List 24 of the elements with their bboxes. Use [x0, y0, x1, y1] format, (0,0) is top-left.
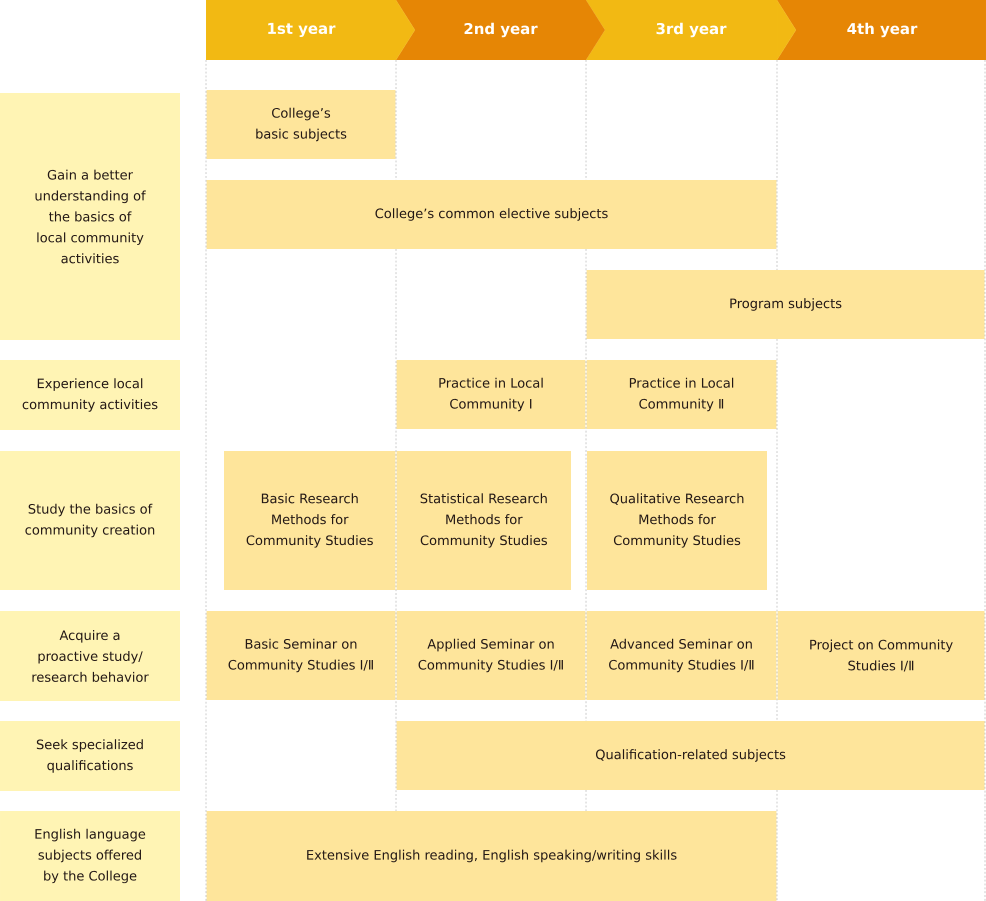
course-box: Qualitative Research Methods for Community Studies — [587, 450, 767, 590]
year-header: 4th year — [777, 0, 986, 60]
course-box: Statistical Research Methods for Community Studies — [396, 450, 571, 590]
course-box: Basic Research Methods for Community Studies — [224, 450, 396, 590]
node-label: 1st year — [268, 22, 336, 38]
goal-box: Seek specialized qualifications — [0, 720, 180, 791]
goal-box: Acquire a proactive study/ research behavior — [0, 610, 180, 701]
course-box: Project on Community Studies Ⅰ/Ⅱ — [778, 610, 984, 700]
goal-box: English language subjects offered by the College — [0, 810, 180, 901]
course-box: Extensive English reading, English speaking/writing skills — [206, 810, 776, 901]
course-box: Applied Seminar on Community Studies Ⅰ/Ⅱ — [396, 610, 586, 700]
course-box: College’s common elective subjects — [206, 180, 776, 249]
node-label: 3rd year — [656, 22, 726, 38]
course-box: College’s basic subjects — [206, 90, 396, 159]
course-box: Qualification-related subjects — [396, 720, 984, 790]
course-box: Advanced Seminar on Community Studies Ⅰ/Ⅱ — [586, 610, 776, 700]
course-box: Practice in Local Community Ⅱ — [586, 360, 776, 429]
goal-box: Study the basics of community creation — [0, 450, 180, 590]
goal-box: Experience local community activities — [0, 360, 180, 430]
course-box: Basic Seminar on Community Studies Ⅰ/Ⅱ — [206, 610, 396, 700]
node-label: 2nd year — [464, 22, 538, 38]
goal-box: Gain a better understanding of the basics of local community activities — [0, 92, 180, 340]
course-box: Program subjects — [586, 270, 984, 339]
course-box: Practice in Local Community Ⅰ — [396, 360, 586, 429]
